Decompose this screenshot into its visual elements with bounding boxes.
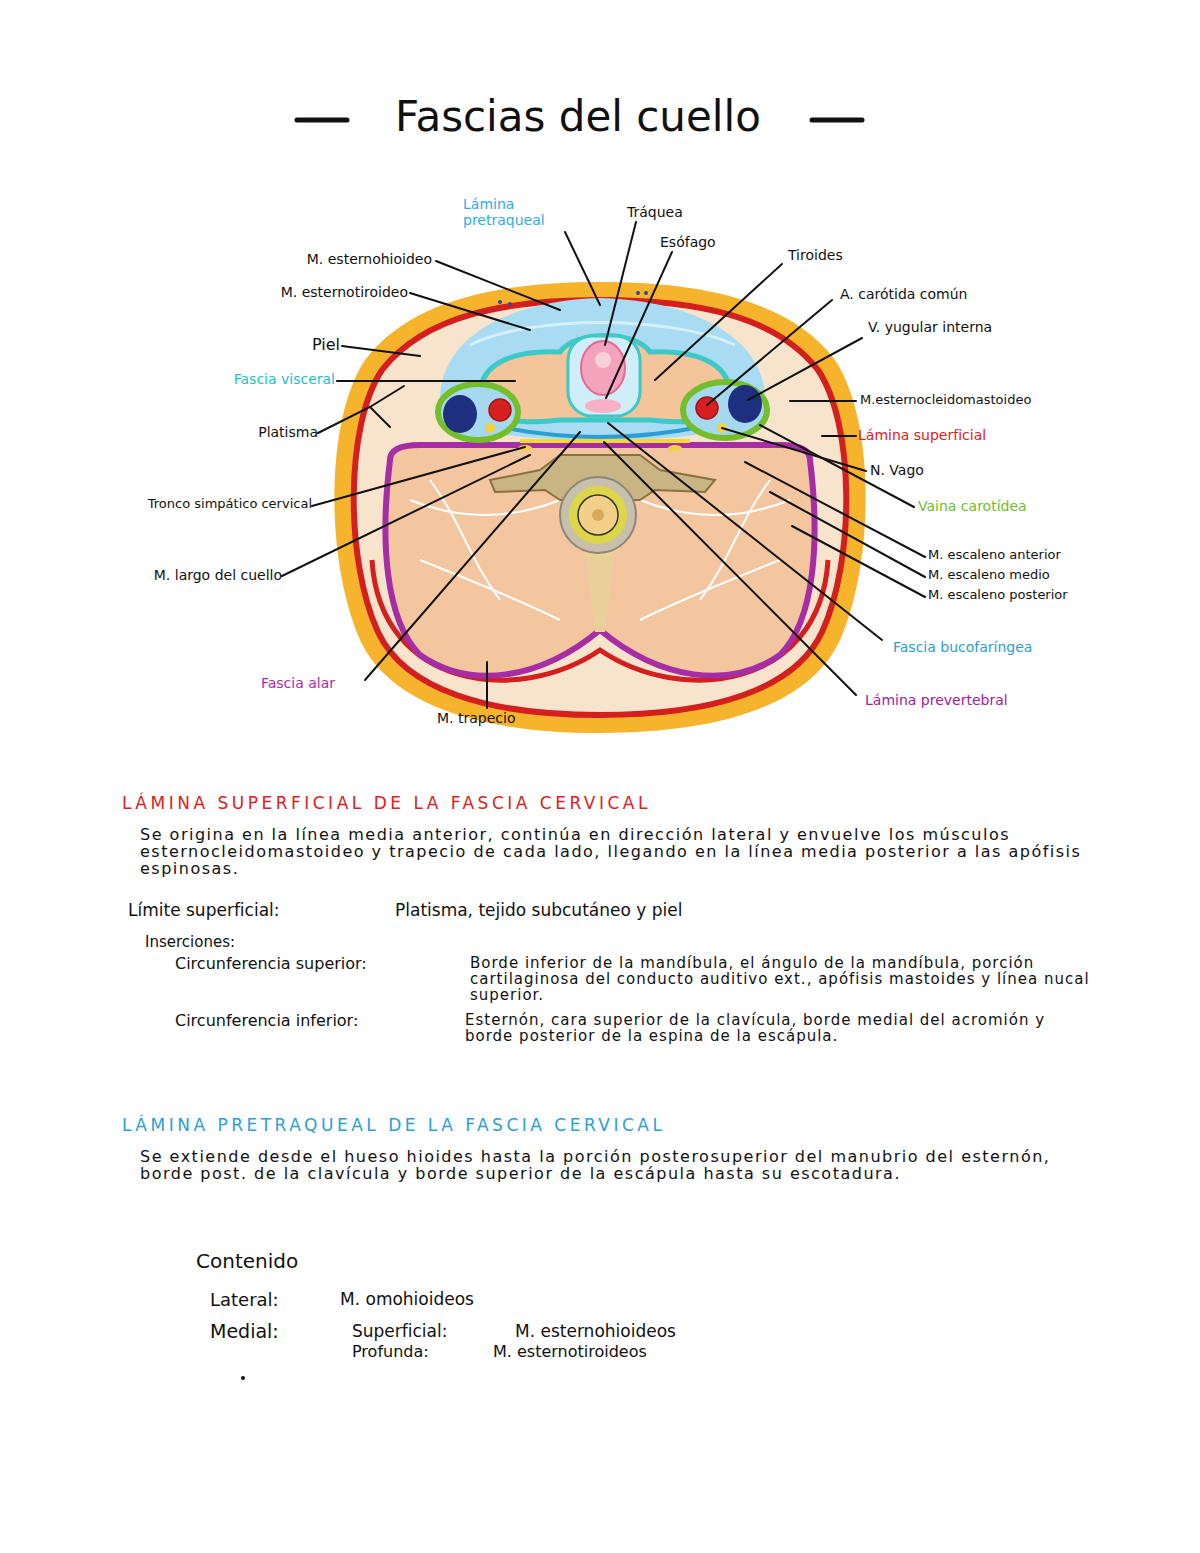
structure-label: M.esternocleidomastoideo [860,393,1031,408]
leader-line [655,264,782,380]
structure-label: Platisma [258,424,318,440]
leader-line [745,462,925,557]
page-title: Fascias del cuello [0,92,1156,141]
leader-line [608,423,882,640]
leader-line [318,386,404,433]
trachea [581,341,625,395]
vagus-nerve [485,423,495,433]
leader-line [822,435,856,437]
structure-label: A. carótida común [840,286,967,302]
field-name: Profunda: [352,1343,429,1361]
leader-line [365,432,580,680]
structure-label: M. trapecio [437,710,515,726]
leader-line [282,455,530,576]
fascia-label: Fascia bucofaríngea [893,639,1032,655]
structure-label: M. largo del cuello [154,567,282,583]
leader-line [436,261,560,310]
prevertebral-fascia [385,445,814,676]
vertebral-arch [560,477,636,553]
structure-label: Esófago [660,234,716,250]
superficial-fascia [354,300,847,715]
field-value: Borde inferior de la mandíbula, el ángul… [470,955,1090,1003]
structure-label: M. escaleno posterior [928,588,1068,603]
dot [508,302,512,306]
field-name: Superficial: [352,1322,447,1342]
trachea-lumen [595,352,611,368]
leader-line [790,400,856,402]
section-heading: LÁMINA SUPERFICIAL DE LA FASCIA CERVICAL [122,794,651,814]
title-dash [812,118,862,123]
structure-label: Tráquea [627,204,683,220]
title-dash [297,118,347,123]
field-name: Límite superficial: [128,901,280,921]
field-value: Esternón, cara superior de la clavícula,… [465,1012,1065,1044]
structure-label: V. yugular interna [868,319,992,335]
dot [636,291,640,295]
field-value: M. esternohioideos [515,1322,676,1342]
leader-line [722,428,866,471]
nuchal-septum [585,550,615,632]
field-value: Platisma, tejido subcutáneo y piel [395,901,682,921]
subheading: Contenido [196,1250,298,1273]
field-name: Circunferencia inferior: [175,1012,358,1030]
fascia-label: Fascia alar [261,675,335,691]
skin-layer [334,282,865,733]
spinal-meninges [569,486,627,544]
leader-line [604,442,856,695]
leader-line [337,380,515,382]
structure-label: M. esternohioideo [307,251,432,267]
esophagus [585,399,621,413]
spinal-cord [578,495,618,535]
section-heading: LÁMINA PRETRAQUEAL DE LA FASCIA CERVICAL [122,1116,665,1136]
stray-dot [241,1376,245,1380]
field-value: M. omohioideos [340,1290,474,1310]
field-name: Medial: [210,1321,279,1343]
leader-line [486,662,488,708]
fascia-label: Lámina prevertebral [865,692,1008,708]
field-name: Circunferencia superior: [175,955,367,973]
sympathetic-trunk [668,445,682,451]
leader-line [792,526,925,597]
fascia-label: Lámina pretraqueal [463,196,575,228]
field-value: M. esternotiroideos [493,1343,647,1361]
common-carotid-artery [489,399,511,421]
structure-label: M. escaleno medio [928,568,1050,583]
buccopharyngeal-fascia [500,427,700,437]
body-text: Se extiende desde el hueso hioides hasta… [140,1148,1100,1182]
structure-label: M. esternotiroideo [281,284,408,300]
structure-label: N. Vago [870,462,924,478]
leader-line [606,252,672,398]
leader-line [342,346,420,356]
fascia-label: Vaina carotídea [918,498,1027,514]
field-name: Inserciones: [145,934,235,951]
body-text: Se origina en la línea media anterior, c… [140,826,1090,877]
leader-line [312,447,525,506]
leader-line [770,492,925,577]
fascia-label: Lámina superficial [858,427,986,443]
common-carotid-artery [696,397,718,419]
carotid-sheath [438,384,518,440]
structure-label: Piel [312,336,340,354]
leader-line [565,232,600,305]
internal-jugular-vein [728,385,762,423]
internal-jugular-vein [443,395,477,433]
leader-line [748,338,862,400]
dot [498,300,502,304]
structure-label: M. escaleno anterior [928,548,1061,563]
structure-label: Tronco simpático cervical [148,497,312,512]
leader-line [370,407,390,427]
structure-label: Tiroides [788,247,843,263]
leader-line [605,222,636,345]
spinal-cord-core [592,509,604,521]
fascia-label: Fascia visceral [234,371,335,387]
field-name: Lateral: [210,1290,279,1311]
dot [644,291,648,295]
leader-line [410,293,530,330]
